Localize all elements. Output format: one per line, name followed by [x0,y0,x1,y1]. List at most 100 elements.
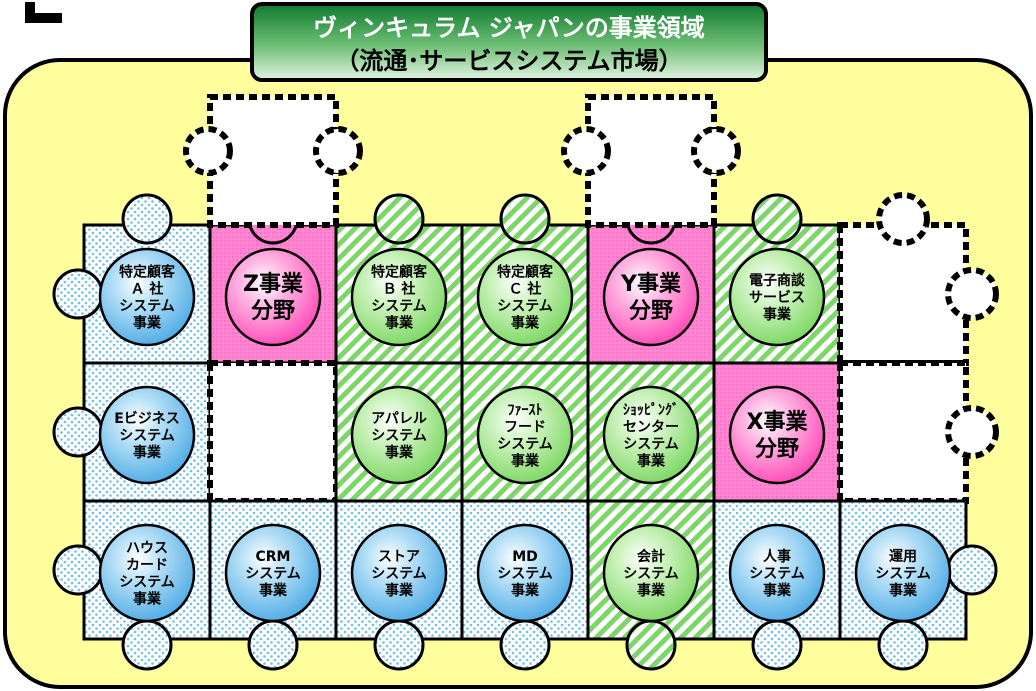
business-label-line: アパレル [371,411,427,427]
business-label-line: 事業 [511,452,540,469]
business-circle [476,385,574,485]
business-label-line: 事業 [637,452,666,469]
business-label-line: ｼｮｯﾋﾟﾝｸﾞ [623,401,679,418]
business-label-line: MD [512,549,538,565]
business-label-line: ﾌｧｰｽﾄ [508,402,543,418]
business-circle [98,385,196,485]
business-label-line: 分野 [629,299,673,324]
business-label-line: 事業 [511,582,540,599]
business-label-line: システム [623,436,679,452]
business-circle [350,523,448,623]
business-label-line: 事業 [385,444,414,461]
business-label-line: 事業 [763,306,792,323]
business-label-line: X事業 [747,409,809,435]
business-label-line: 特定顧客 [497,263,554,280]
business-circle [224,247,322,347]
business-label-line: システム [119,574,175,590]
business-label-line: 会計 [637,548,665,565]
business-label-line: 特定顧客 [371,263,428,280]
top-empty-piece [183,94,363,228]
business-label-line: システム [371,298,427,314]
title-line-2: （流通･サービスシステム市場） [335,47,682,75]
business-label-line: 分野 [251,299,295,324]
business-label-line: 事業 [637,582,666,599]
title-banner: ヴィンキュラム ジャパンの事業領域 （流通･サービスシステム市場） [250,2,768,82]
business-label-line: システム [875,566,931,582]
business-label-line: 事業 [133,444,162,461]
business-label-line: 事業 [763,582,792,599]
business-label-line: Ｂ 社 [383,280,416,297]
business-circle [728,523,826,623]
business-circle [602,247,700,347]
business-label-line: システム [371,428,427,444]
business-label-line: 電子商談 [749,272,806,289]
corner-fragment [25,2,62,23]
business-circle [728,385,826,485]
business-label-line: Z事業 [243,271,304,297]
business-label-line: 事業 [133,590,162,607]
business-label-line: Eビジネス [114,411,180,427]
business-label-line: システム [497,566,553,582]
business-circle [350,385,448,485]
business-label-line: フード [504,419,546,435]
business-label-line: 事業 [133,314,162,331]
business-label-line: CRM [256,549,291,565]
business-label-line: 分野 [755,437,799,462]
business-label-line: システム [497,298,553,314]
business-circle [728,247,826,347]
business-circle [854,523,952,623]
business-label-line: システム [119,428,175,444]
business-label-line: Y事業 [620,271,682,297]
business-label-line: Ａ 社 [131,280,164,297]
business-label-line: 人事 [763,548,791,565]
business-circle [350,247,448,347]
business-circle [602,385,700,485]
business-label-line: 特定顧客 [119,263,176,280]
business-label-line: ストア [378,549,420,565]
business-label-line: サービス [749,290,805,306]
business-label-line: 事業 [889,582,918,599]
business-label-line: システム [119,298,175,314]
business-label-line: ハウス [126,540,168,556]
business-label-line: システム [749,566,805,582]
business-circle [98,523,196,623]
business-circle [98,247,196,347]
business-label-line: システム [245,566,301,582]
business-circle [224,523,322,623]
business-label-line: カード [126,557,168,573]
business-label-line: 運用 [889,549,917,565]
business-label-line: システム [623,566,679,582]
business-label-line: 事業 [511,314,540,331]
business-label-line: 事業 [259,582,288,599]
puzzle-piece-empty-2 [207,360,339,504]
business-label-line: Ｃ 社 [509,280,542,297]
title-line-1: ヴィンキュラム ジャパンの事業領域 [313,14,705,42]
business-label-line: 事業 [385,314,414,331]
top-empty-piece [561,94,741,228]
business-label-line: システム [371,566,427,582]
business-label-line: 事業 [385,582,414,599]
business-label-line: システム [497,436,553,452]
business-label-line: センター [623,419,679,435]
business-circle [476,247,574,347]
business-circle [476,523,574,623]
